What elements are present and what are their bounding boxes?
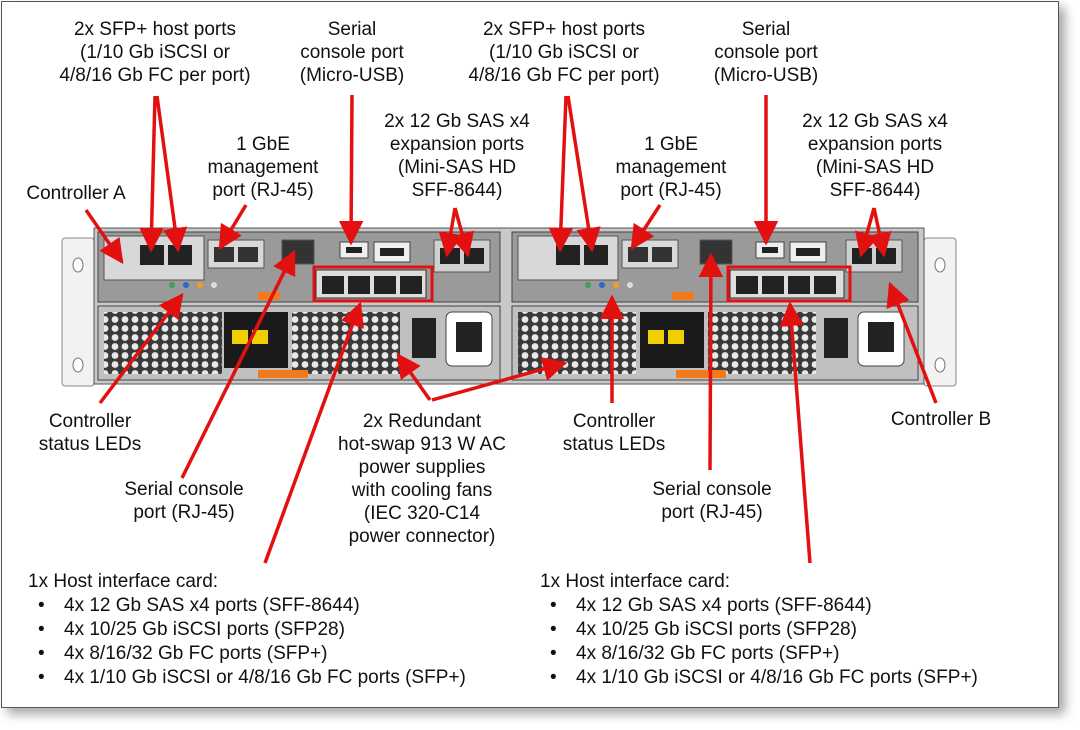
label-status-leds-b: Controller status LEDs xyxy=(562,411,666,455)
host-card-b-item: 4x 12 Gb SAS x4 ports (SFF-8644) xyxy=(540,594,978,618)
host-card-a-item: 4x 1/10 Gb iSCSI or 4/8/16 Gb FC ports (… xyxy=(28,666,466,690)
controller-a-module xyxy=(97,231,501,303)
label-sfp-host-ports-b: 2x SFP+ host ports (1/10 Gb iSCSI or 4/8… xyxy=(468,19,660,86)
host-card-b-item: 4x 8/16/32 Gb FC ports (SFP+) xyxy=(540,642,978,666)
label-serial-console-usb-a: Serial console port (Micro-USB) xyxy=(299,19,405,86)
label-power-supplies: 2x Redundant hot-swap 913 W AC power sup… xyxy=(338,411,506,547)
host-card-a-title: 1x Host interface card: xyxy=(28,571,219,592)
label-sas-expansion-b: 2x 12 Gb SAS x4 expansion ports (Mini-SA… xyxy=(802,111,948,201)
label-controller-b: Controller B xyxy=(890,409,992,430)
host-card-b-title: 1x Host interface card: xyxy=(540,571,731,592)
host-interface-card-highlight-b xyxy=(726,265,852,303)
label-mgmt-port-b: 1 GbE management port (RJ-45) xyxy=(615,134,727,201)
label-serial-rj45-b: Serial console port (RJ-45) xyxy=(652,479,772,523)
host-card-b-item: 4x 10/25 Gb iSCSI ports (SFP28) xyxy=(540,618,978,642)
label-serial-rj45-a: Serial console port (RJ-45) xyxy=(124,479,244,523)
host-card-b-item: 4x 1/10 Gb iSCSI or 4/8/16 Gb FC ports (… xyxy=(540,666,978,690)
label-status-leds-a: Controller status LEDs xyxy=(38,411,142,455)
label-controller-a: Controller A xyxy=(26,183,126,204)
label-serial-console-usb-b: Serial console port (Micro-USB) xyxy=(713,19,819,86)
host-card-a-item: 4x 8/16/32 Gb FC ports (SFP+) xyxy=(28,642,466,666)
label-sas-expansion-a: 2x 12 Gb SAS x4 expansion ports (Mini-SA… xyxy=(384,111,530,201)
power-supply-b xyxy=(511,305,919,381)
host-card-a-item: 4x 12 Gb SAS x4 ports (SFF-8644) xyxy=(28,594,466,618)
label-mgmt-port-a: 1 GbE management port (RJ-45) xyxy=(207,134,319,201)
host-interface-card-list-a: 1x Host interface card: 4x 12 Gb SAS x4 … xyxy=(28,570,466,690)
callout-arrows xyxy=(84,94,938,564)
controller-b-module xyxy=(511,231,919,303)
host-interface-card-highlight-a xyxy=(312,265,434,303)
label-sfp-host-ports-a: 2x SFP+ host ports (1/10 Gb iSCSI or 4/8… xyxy=(59,19,251,86)
host-interface-card-list-b: 1x Host interface card: 4x 12 Gb SAS x4 … xyxy=(540,570,978,690)
power-supply-a xyxy=(97,305,501,381)
host-card-a-item: 4x 10/25 Gb iSCSI ports (SFP28) xyxy=(28,618,466,642)
